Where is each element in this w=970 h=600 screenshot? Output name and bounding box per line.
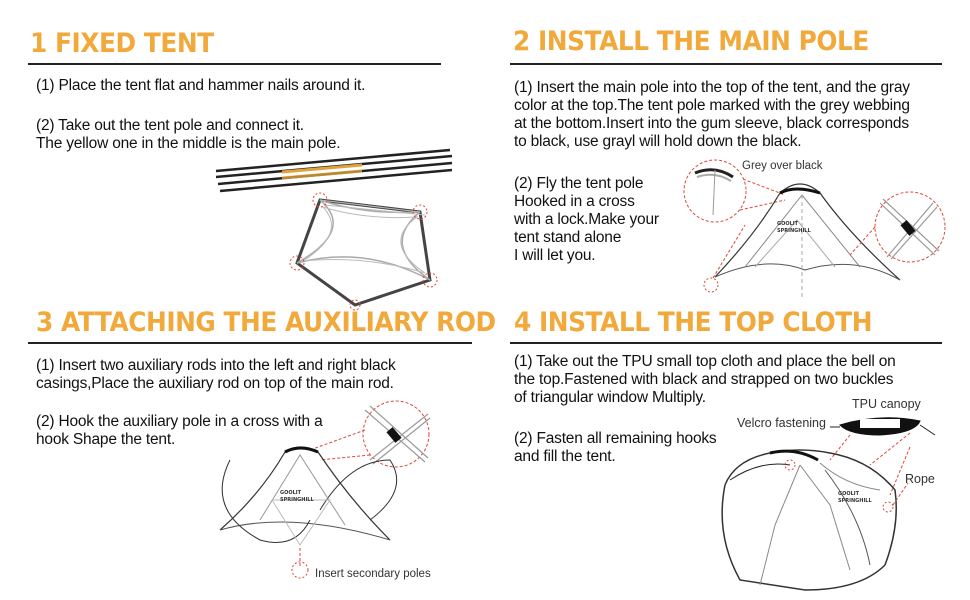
- caption-tpu-canopy: TPU canopy: [852, 397, 921, 411]
- text-line: Hooked in a cross: [514, 193, 635, 210]
- step2-instruction-2: (2) Fly the tent pole Hooked in a cross …: [514, 175, 659, 265]
- caption-velcro-fastening: Velcro fastening: [737, 416, 826, 430]
- text-line: (2) Fasten all remaining hooks: [514, 430, 717, 447]
- text-line: (2) Take out the tent pole and connect i…: [36, 117, 304, 134]
- divider-rule: [28, 63, 441, 65]
- text-line: The yellow one in the middle is the main…: [36, 135, 341, 152]
- brand-label-line2: SPRINGHILL: [777, 228, 811, 234]
- step2-instruction-1: (1) Insert the main pole into the top of…: [514, 79, 910, 151]
- divider-rule: [510, 63, 942, 65]
- brand-label-line1: GOOLIT: [777, 221, 799, 227]
- text-line: to black, use grayl will hold down the b…: [514, 133, 802, 150]
- text-line: of triangular window Multiply.: [514, 389, 706, 406]
- tent-top-cloth-illustration: GOOLIT SPRINGHILL: [721, 417, 936, 591]
- text-line: the top.Fastened with black and strapped…: [514, 371, 894, 388]
- tent-poles-illustration: [215, 148, 453, 193]
- text-line: (2) Hook the auxiliary pole in a cross w…: [36, 413, 323, 430]
- text-line: (1) Insert the main pole into the top of…: [514, 79, 910, 96]
- text-line: tent stand alone: [514, 229, 622, 246]
- text-line: (2) Fly the tent pole: [514, 175, 644, 192]
- tent-main-pole-illustration: GOOLIT SPRINGHILL: [683, 159, 946, 300]
- brand-label-line1: GOOLIT: [280, 490, 302, 496]
- brand-label-line2: SPRINGHILL: [838, 498, 872, 504]
- step1-instruction-2: (2) Take out the tent pole and connect i…: [36, 117, 341, 153]
- brand-label-line1: GOOLIT: [838, 491, 860, 497]
- caption-grey-over-black: Grey over black: [742, 160, 823, 172]
- text-line: (1) Insert two auxiliary rods into the l…: [36, 357, 396, 374]
- divider-rule: [28, 342, 472, 344]
- tent-auxiliary-rod-illustration: GOOLIT SPRINGHILL: [219, 400, 431, 579]
- text-line: I will let you.: [514, 247, 596, 264]
- tent-frame-top-view: [289, 192, 438, 311]
- text-line: color at the top.The tent pole marked wi…: [514, 97, 910, 114]
- text-line: casings,Place the auxiliary rod on top o…: [36, 375, 394, 392]
- section-title-auxiliary-rod: 3 ATTACHING THE AUXILIARY ROD: [36, 307, 496, 338]
- step4-instruction-1: (1) Take out the TPU small top cloth and…: [514, 353, 896, 407]
- text-line: and fill the tent.: [514, 448, 616, 465]
- brand-label-line2: SPRINGHILL: [280, 497, 314, 503]
- text-line: (1) Take out the TPU small top cloth and…: [514, 353, 896, 370]
- text-line: with a lock.Make your: [514, 211, 659, 228]
- step4-instruction-2: (2) Fasten all remaining hooks and fill …: [514, 430, 717, 466]
- step3-instruction-2: (2) Hook the auxiliary pole in a cross w…: [36, 413, 323, 449]
- section-title-top-cloth: 4 INSTALL THE TOP CLOTH: [514, 307, 873, 338]
- text-line: (1) Place the tent flat and hammer nails…: [36, 77, 366, 94]
- divider-rule: [510, 342, 942, 344]
- section-title-fixed-tent: 1 FIXED TENT: [30, 28, 214, 59]
- text-line: at the bottom.Insert into the gum sleeve…: [514, 115, 909, 132]
- caption-insert-secondary-poles: Insert secondary poles: [315, 568, 431, 580]
- section-title-main-pole: 2 INSTALL THE MAIN POLE: [513, 26, 869, 57]
- step1-instruction-1: (1) Place the tent flat and hammer nails…: [36, 77, 365, 95]
- caption-rope: Rope: [905, 472, 935, 486]
- step3-instruction-1: (1) Insert two auxiliary rods into the l…: [36, 357, 396, 393]
- text-line: hook Shape the tent.: [36, 431, 176, 448]
